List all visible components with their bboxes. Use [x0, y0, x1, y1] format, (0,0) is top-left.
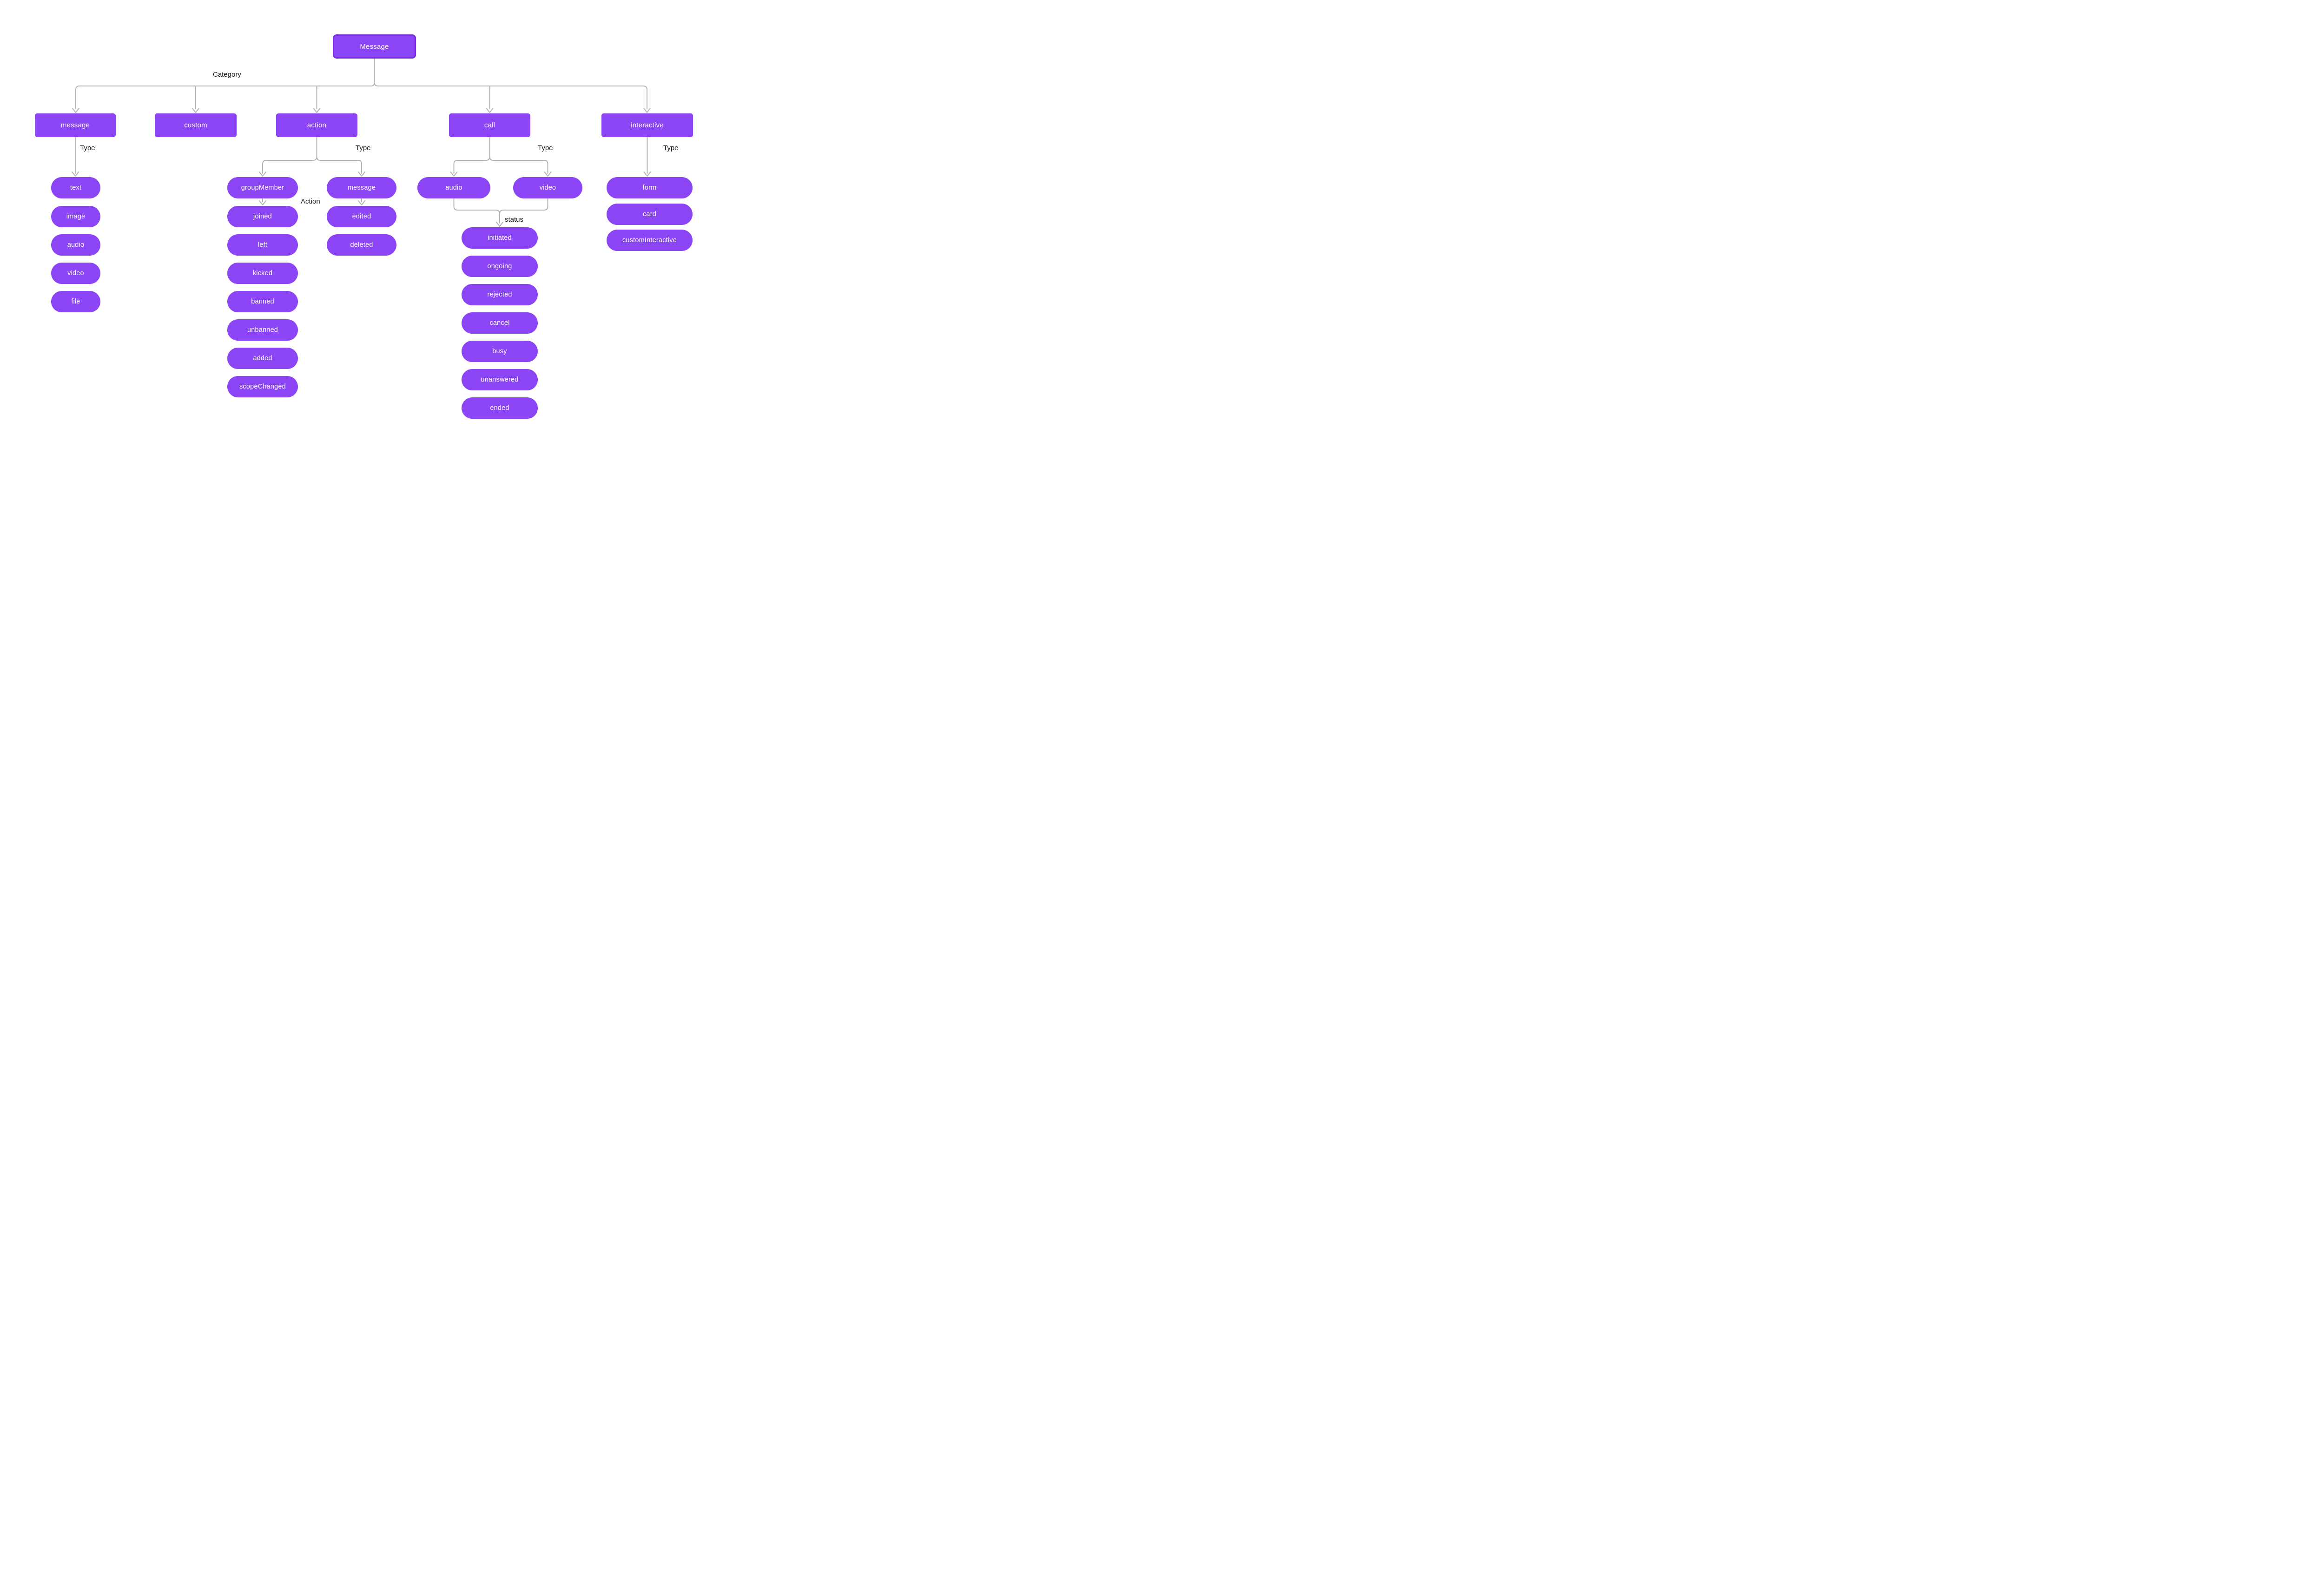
node-status-cancel[interactable]: cancel — [462, 312, 538, 334]
edge-action-fork-right — [316, 137, 362, 174]
node-interactive-card[interactable]: card — [607, 204, 693, 225]
node-call-video[interactable]: video — [513, 177, 582, 198]
node-status-ongoing[interactable]: ongoing — [462, 256, 538, 277]
node-action-kicked[interactable]: kicked — [227, 263, 298, 284]
node-category-custom[interactable]: custom — [155, 113, 237, 137]
edge-label-type-interactive: Type — [663, 144, 679, 152]
node-action-banned[interactable]: banned — [227, 291, 298, 312]
node-type-text[interactable]: text — [51, 177, 100, 198]
edge-root-flare-right — [374, 82, 379, 86]
edge-label-type-action: Type — [356, 144, 371, 152]
node-action-added[interactable]: added — [227, 348, 298, 369]
node-action-left[interactable]: left — [227, 234, 298, 256]
node-category-call[interactable]: call — [449, 113, 530, 137]
node-message-root[interactable]: Message — [333, 34, 416, 59]
node-interactive-custominteractive[interactable]: customInteractive — [607, 230, 693, 251]
diagram-canvas: Category Type Type Type Type Action stat… — [0, 0, 729, 454]
node-status-ended[interactable]: ended — [462, 397, 538, 419]
edge-trunk-left — [75, 86, 371, 109]
node-status-unanswered[interactable]: unanswered — [462, 369, 538, 390]
edge-call-fork-left — [453, 137, 490, 174]
edge-label-type-message: Type — [80, 144, 95, 152]
node-action-joined[interactable]: joined — [227, 206, 298, 227]
node-category-message[interactable]: message — [35, 113, 116, 137]
node-interactive-form[interactable]: form — [607, 177, 693, 198]
edge-label-type-call: Type — [538, 144, 553, 152]
node-type-audio[interactable]: audio — [51, 234, 100, 256]
node-status-initiated[interactable]: initiated — [462, 227, 538, 249]
edge-merge-left — [453, 198, 500, 214]
node-action-edited[interactable]: edited — [327, 206, 396, 227]
node-action-scopechanged[interactable]: scopeChanged — [227, 376, 298, 397]
edge-action-fork-left — [262, 137, 317, 174]
node-type-image[interactable]: image — [51, 206, 100, 227]
node-action-unbanned[interactable]: unbanned — [227, 319, 298, 341]
edge-label-category: Category — [213, 71, 241, 79]
node-type-file[interactable]: file — [51, 291, 100, 312]
edge-label-status: status — [505, 216, 524, 224]
edge-label-action: Action — [301, 198, 320, 205]
node-type-video[interactable]: video — [51, 263, 100, 284]
node-category-interactive[interactable]: interactive — [601, 113, 693, 137]
node-category-action[interactable]: action — [276, 113, 357, 137]
node-action-deleted[interactable]: deleted — [327, 234, 396, 256]
edge-call-fork-right — [489, 137, 548, 174]
node-status-rejected[interactable]: rejected — [462, 284, 538, 305]
connector-layer — [72, 58, 651, 227]
edge-merge-right — [499, 198, 548, 214]
node-call-audio[interactable]: audio — [417, 177, 490, 198]
edge-root-flare-left — [370, 82, 375, 86]
node-type-groupmember[interactable]: groupMember — [227, 177, 298, 198]
node-status-busy[interactable]: busy — [462, 341, 538, 362]
node-type-message[interactable]: message — [327, 177, 396, 198]
edge-trunk-right — [377, 86, 647, 109]
